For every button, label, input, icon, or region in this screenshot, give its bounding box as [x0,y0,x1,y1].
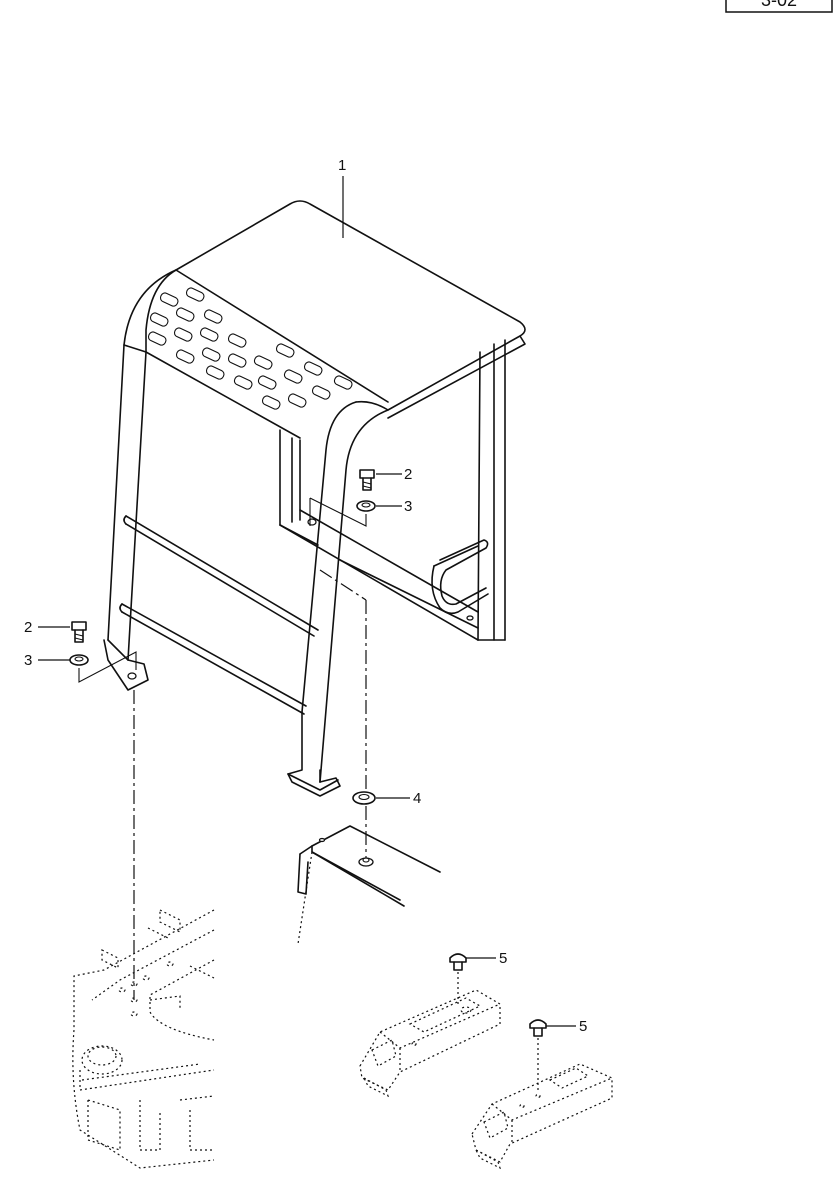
callout-5-right: 5 [546,1018,587,1035]
svg-text:5: 5 [499,950,507,967]
console-right [471,1063,613,1170]
bolt-left [71,621,87,643]
page-reference-label: 3-02 [761,0,797,10]
washer-left [69,654,89,666]
cap-left [449,953,467,971]
svg-text:2: 2 [24,619,32,636]
bolt-right [359,469,375,491]
roof-perforations [147,287,353,410]
callout-2-right: 2 [376,466,412,483]
callout-1: 1 [338,157,346,238]
chassis-frame [72,909,215,1169]
callout-3-right: 3 [376,498,412,515]
console-left [359,989,501,1098]
svg-text:3: 3 [24,652,32,669]
washer-right [356,500,376,512]
callout-5-left: 5 [466,950,507,967]
page-reference-box: 3-02 [725,0,833,13]
canopy-frame [103,200,526,797]
svg-text:1: 1 [338,157,346,174]
svg-text:4: 4 [413,790,421,807]
washer-part-4 [352,791,376,805]
cap-right [529,1019,547,1037]
callout-4: 4 [376,790,421,807]
callout-3-left: 3 [24,652,70,669]
callout-2-left: 2 [24,619,70,636]
svg-text:2: 2 [404,466,412,483]
svg-text:5: 5 [579,1018,587,1035]
floor-bracket [297,825,441,945]
svg-text:3: 3 [404,498,412,515]
